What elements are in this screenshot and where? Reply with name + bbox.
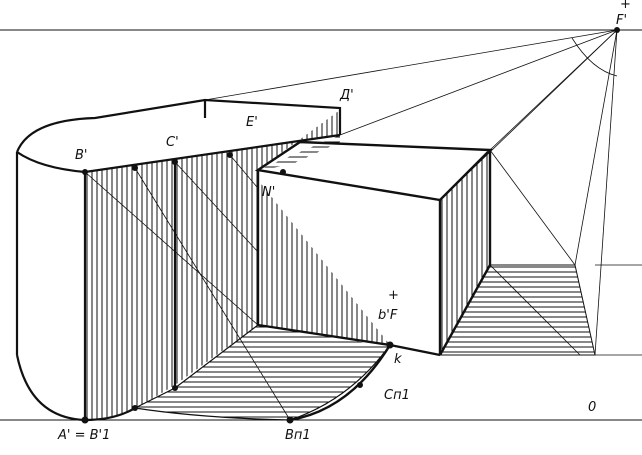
label-zero: 0 [588,400,597,415]
label-k: k [394,352,402,367]
label-f: F' [616,13,628,28]
label-cp1: Cп1 [384,388,410,403]
block-front-hatched [85,110,340,420]
block-outline [15,98,342,422]
label-a-b1: A' = B'1 [58,428,111,443]
label-bf-mark: + [388,288,399,303]
label-b: B' [75,148,88,163]
label-bf: b'F [378,308,398,323]
label-e: E' [246,115,258,130]
label-d: Д' [340,88,354,103]
label-bp1: Bп1 [285,428,311,443]
box-front-shadow [258,180,390,345]
points [81,27,620,424]
box-outline [254,140,493,357]
label-c: C' [166,135,179,150]
label-n: N' [262,185,276,200]
shadow-curve [289,344,392,422]
box-right-face [440,150,490,355]
label-f-mark: + [620,0,631,12]
